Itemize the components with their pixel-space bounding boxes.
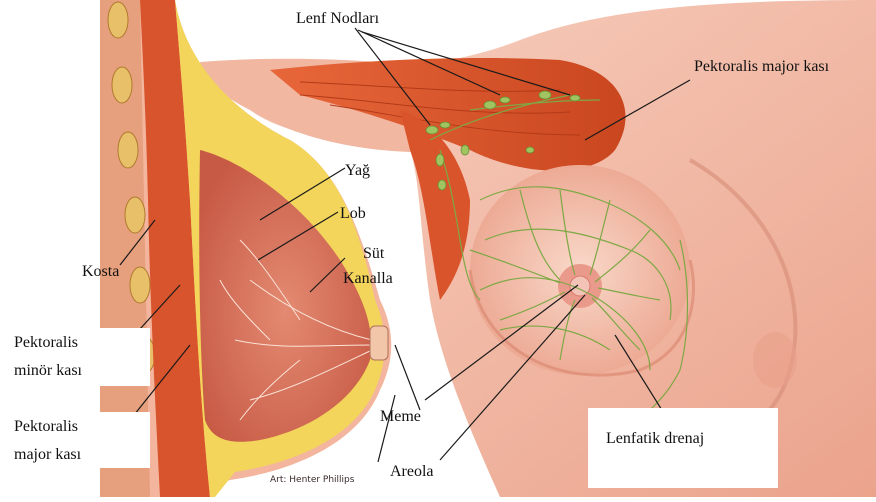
label-pectoralis-minor-2: minör kası xyxy=(14,362,82,380)
label-nipple: Meme xyxy=(380,408,421,426)
label-pectoralis-major-right: Pektoralis major kası xyxy=(694,58,829,76)
label-pectoralis-minor-1: Pektoralis xyxy=(14,334,78,352)
label-pectoralis-major-left-2: major kası xyxy=(14,446,81,464)
label-lobe: Lob xyxy=(340,205,366,223)
nipple-section xyxy=(370,326,388,360)
label-rib: Kosta xyxy=(82,263,119,281)
label-fat: Yağ xyxy=(345,162,370,180)
artist-credit: Art: Henter Phillips xyxy=(270,475,354,485)
drainage-label-bg xyxy=(588,408,778,488)
label-milk-ducts-1: Süt xyxy=(363,245,384,263)
label-milk-ducts-2: Kanalla xyxy=(343,270,393,288)
label-lymphatic-drainage: Lenfatik drenaj xyxy=(606,430,704,448)
label-lymph-nodes: Lenf Nodları xyxy=(296,10,379,28)
label-areola: Areola xyxy=(390,463,434,481)
label-pectoralis-major-left-1: Pektoralis xyxy=(14,418,78,436)
